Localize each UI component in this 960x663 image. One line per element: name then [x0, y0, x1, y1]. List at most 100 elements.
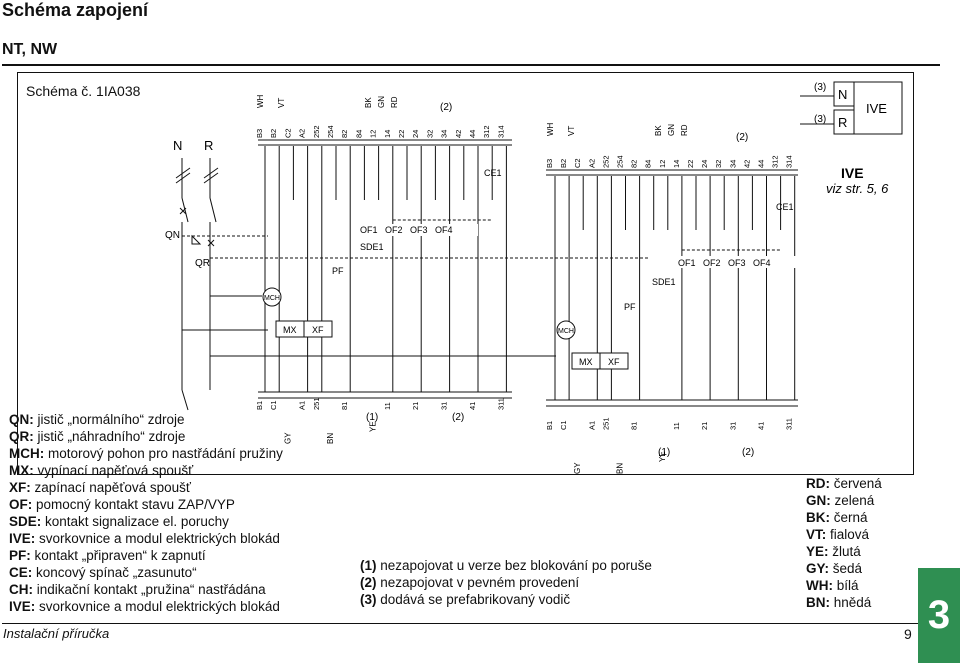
left-top-terminal: 42 — [454, 130, 463, 138]
page-number: 9 — [904, 626, 912, 642]
footer-rule — [2, 623, 927, 624]
left-top-terminal: B2 — [269, 129, 278, 138]
right-bottom-color: BN — [616, 463, 625, 474]
left-bottom-terminal: 31 — [440, 402, 449, 410]
right-ce1: CE1 — [776, 202, 794, 212]
color-item: BN: hnědá — [806, 594, 882, 611]
left-wire-color: BK — [364, 97, 373, 108]
left-wire-color: WH — [256, 94, 265, 108]
left-wire-color: RD — [390, 96, 399, 108]
legend-code: MCH: — [9, 446, 45, 461]
left-top-terminal: 82 — [340, 130, 349, 138]
color-code: VT: — [806, 527, 827, 542]
legend-item: IVE: svorkovnice a modul elektrických bl… — [9, 598, 283, 615]
ive-box: IVE — [866, 101, 887, 116]
legend-text: jistič „normálního“ zdroje — [33, 412, 185, 427]
legend-text: vypínací napěťová spoušť — [33, 463, 194, 478]
color-item: BK: černá — [806, 509, 882, 526]
legend-code: PF: — [9, 548, 31, 563]
scheme-label: Schéma č. 1IA038 — [26, 83, 141, 99]
left-of4: OF4 — [435, 225, 453, 235]
right-note1: (1) — [658, 447, 670, 458]
left-top-terminal: 34 — [440, 130, 449, 138]
left-bottom-terminal: B1 — [255, 401, 264, 410]
footer-text: Instalační příručka — [3, 626, 110, 641]
note-text: dodává se prefabrikovaný vodič — [376, 592, 571, 607]
right-xf: XF — [608, 357, 620, 367]
ive-block: (3) (3) N R IVE IVE viz str. 5, 6 — [800, 81, 903, 196]
right-bottom-terminal: 11 — [672, 422, 681, 430]
left-of2: OF2 — [385, 225, 403, 235]
left-mch: MCH — [264, 295, 280, 302]
left-top-terminal: 312 — [482, 125, 491, 138]
color-code: RD: — [806, 476, 830, 491]
right-pf: PF — [624, 302, 636, 312]
left-top-terminal: B3 — [255, 129, 264, 138]
right-of4: OF4 — [753, 258, 771, 268]
right-mx: MX — [579, 357, 593, 367]
right-bottom-terminal: 311 — [785, 418, 794, 430]
legend-item: QN: jistič „normálního“ zdroje — [9, 411, 283, 428]
legend-code: CH: — [9, 582, 33, 597]
legend-code: IVE: — [9, 531, 36, 546]
qn-label: QN — [165, 230, 180, 241]
right-wire-color: RD — [680, 124, 689, 136]
left-top-terminal: 22 — [397, 130, 406, 138]
note-code: (2) — [360, 575, 377, 590]
right-bottom-terminal: 31 — [728, 422, 737, 430]
left-of1: OF1 — [360, 225, 378, 235]
breaker-symbols — [175, 158, 650, 411]
legend-item: IVE: svorkovnice a modul elektrických bl… — [9, 530, 283, 547]
left-wire-color: VT — [277, 98, 286, 108]
right-top-terminal: 84 — [644, 160, 653, 168]
color-text: hnědá — [830, 595, 872, 610]
note-text: nezapojovat u verze bez blokování po por… — [376, 558, 652, 573]
left-top-terminal: C2 — [283, 128, 292, 138]
color-item: YE: žlutá — [806, 543, 882, 560]
left-ce1: CE1 — [484, 168, 502, 178]
right-top-terminal: 24 — [700, 160, 709, 168]
left-wire-color: GN — [377, 96, 386, 108]
legend-text: zapínací napěťová spoušť — [30, 480, 191, 495]
color-code: BN: — [806, 595, 830, 610]
legend-text: kontakt signalizace el. poruchy — [41, 514, 229, 529]
left-bottom-terminal: 81 — [340, 402, 349, 410]
right-mch: MCH — [558, 328, 574, 335]
notes-list: (1) nezapojovat u verze bez blokování po… — [360, 557, 652, 608]
left-wire-colors: WH VT BK GN RD — [256, 94, 399, 108]
left-top-terminal: 314 — [496, 125, 505, 138]
left-note2b: (2) — [452, 412, 464, 423]
left-wires — [264, 146, 507, 392]
right-note2b: (2) — [742, 447, 754, 458]
legend-item: XF: zapínací napěťová spoušť — [9, 479, 283, 496]
color-text: červená — [830, 476, 882, 491]
legend-code: OF: — [9, 497, 33, 512]
right-bottom-terminal: B1 — [545, 421, 554, 430]
legend-code: IVE: — [9, 599, 36, 614]
legend-item: MCH: motorový pohon pro nastřádání pruži… — [9, 445, 283, 462]
right-top-terminal: B2 — [559, 159, 568, 168]
left-of3: OF3 — [410, 225, 428, 235]
legend-code: SDE: — [9, 514, 42, 529]
right-of3: OF3 — [728, 258, 746, 268]
breaker-n-label: N — [173, 138, 182, 153]
left-bottom-terminal: 251 — [312, 397, 321, 410]
left-sde1: SDE1 — [360, 242, 384, 252]
right-of2: OF2 — [703, 258, 721, 268]
right-top-terminal: A2 — [587, 159, 596, 168]
legend-item: CE: koncový spínač „zasunuto“ — [9, 564, 283, 581]
breaker-r-label: R — [204, 138, 213, 153]
right-top-terminal: 252 — [601, 155, 610, 168]
color-code: BK: — [806, 510, 830, 525]
right-top-terminal: 314 — [785, 155, 794, 168]
right-bottom-terminal: A1 — [587, 421, 596, 430]
color-text: fialová — [826, 527, 870, 542]
left-note1: (1) — [366, 412, 378, 423]
color-text: černá — [830, 510, 868, 525]
